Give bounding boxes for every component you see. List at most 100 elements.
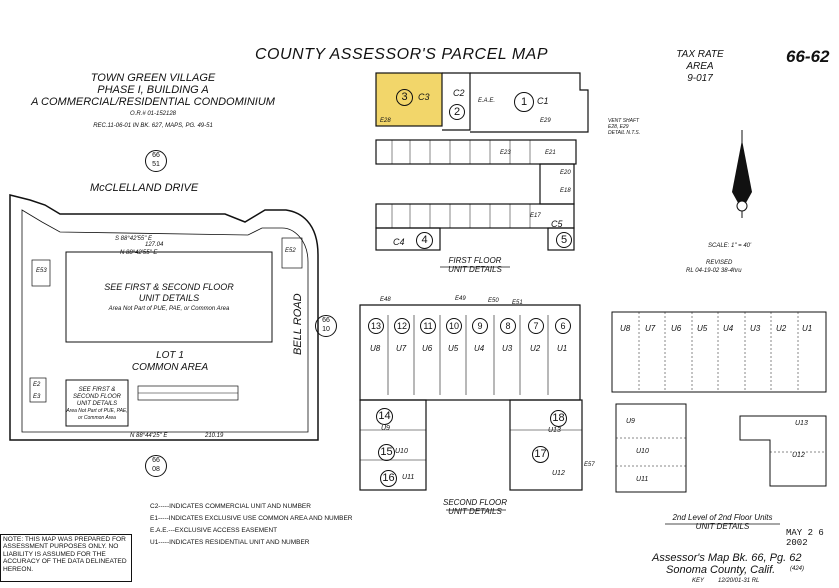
see-floor-details: SEE FIRST & SECOND FLOOR UNIT DETAILS Ar… [104, 282, 234, 312]
subdivision-line5: REC.11-06-01 IN BK. 627, MAPS, PG. 49-51 [93, 123, 213, 129]
unit-u7: U7 [396, 344, 407, 353]
unit-17-circle: 17 [532, 446, 549, 463]
map-legend: C2-----INDICATES COMMERCIAL UNIT AND NUM… [150, 503, 353, 546]
dist-top: 127.04 [145, 242, 164, 248]
level-unit-u3: U3 [750, 324, 761, 333]
e29-label: E29 [540, 118, 551, 124]
unit-u11: U11 [402, 474, 415, 481]
e28-label: E28 [380, 118, 391, 124]
unit-u2: U2 [530, 344, 541, 353]
site-inner-boundary [21, 209, 309, 433]
north-arrow [732, 130, 752, 218]
eae-label: E.A.E. [478, 98, 496, 104]
level-unit-u4: U4 [723, 324, 734, 333]
unit-13-circle: 13 [368, 318, 384, 334]
unit-5-circle: 5 [556, 232, 572, 248]
bearing-top: S 88°42'55" E [115, 236, 153, 242]
unit-8-circle: 8 [500, 318, 516, 334]
second-floor-label: SECOND FLOOR UNIT DETAILS [442, 498, 507, 516]
unit-u1: U1 [557, 344, 568, 353]
unit-c3: C3 [418, 92, 430, 102]
footer-key-code: (424) [790, 566, 805, 572]
subdivision-line4: O.R.# 01-152128 [129, 111, 177, 117]
unit-c1: C1 [537, 96, 549, 106]
unit-6-circle: 6 [555, 318, 571, 334]
level-unit-u2: U2 [776, 324, 787, 333]
level-unit-u6: U6 [671, 324, 682, 333]
unit-u4: U4 [474, 344, 485, 353]
subdivision-line1: TOWN GREEN VILLAGE [90, 72, 216, 84]
unit-15-circle: 15 [378, 444, 395, 461]
tax-rate-area-value: 9-017 [687, 73, 713, 84]
e18-label: E18 [560, 188, 571, 194]
unit-1-circle: 1 [514, 92, 534, 112]
unit-9-circle: 9 [472, 318, 488, 334]
level-unit-u10: U10 [636, 448, 649, 455]
level-unit-u8: U8 [620, 324, 631, 333]
unit-u13: U13 [548, 427, 561, 434]
unit-c5: C5 [551, 219, 563, 229]
exclusive-area-e2: E2 [33, 382, 41, 388]
level-unit-u12: U12 [792, 452, 805, 459]
liability-note: NOTE: THIS MAP WAS PREPARED FOR ASSESSME… [0, 534, 132, 582]
street-mcclelland: McCLELLAND DRIVE [90, 182, 199, 194]
unit-u12: U12 [552, 470, 565, 477]
subdivision-title: TOWN GREEN VILLAGE PHASE I, BUILDING A A… [28, 72, 278, 132]
footer-book-page: Assessor's Map Bk. 66, Pg. 62 [652, 552, 802, 564]
exclusive-area-e3: E3 [33, 394, 41, 400]
unit-u3: U3 [502, 344, 513, 353]
unit-2-circle: 2 [449, 104, 465, 120]
map-scale: SCALE: 1" = 40' [708, 243, 752, 249]
revised-label: REVISED [706, 260, 733, 266]
unit-10-circle: 10 [446, 318, 462, 334]
unit-4-circle: 4 [416, 232, 433, 249]
unit-u5: U5 [448, 344, 459, 353]
level-unit-u9: U9 [626, 418, 635, 425]
unit-18-circle: 18 [550, 410, 567, 427]
unit-3-circle: 3 [396, 89, 413, 106]
bearing-bottom: N 88°44'25" E [130, 433, 168, 439]
e49-label: E49 [455, 296, 466, 302]
exclusive-area-e53: E53 [36, 268, 47, 274]
lot-1-common-area: LOT 1 COMMON AREA [131, 350, 209, 373]
second-level-label: 2nd Level of 2nd Floor Units UNIT DETAIL… [672, 513, 773, 531]
level-unit-u13: U13 [795, 420, 808, 427]
subdivision-line3: A COMMERCIAL/RESIDENTIAL CONDOMINIUM [31, 96, 275, 108]
e50-label: E50 [488, 298, 499, 304]
e20-label: E20 [560, 170, 571, 176]
date-stamp: MAY 2 6 2002 [786, 528, 824, 548]
see-floor-small: SEE FIRST & SECOND FLOOR UNIT DETAILS Ar… [66, 387, 128, 421]
subdivision-line2: PHASE I, BUILDING A [97, 84, 209, 96]
revised-line: RL 04-19-02 38-4hru [686, 268, 742, 274]
unit-c4: C4 [393, 237, 405, 247]
unit-u6: U6 [422, 344, 433, 353]
tax-rate-area-label: TAX RATE AREA [676, 49, 724, 72]
unit-u8: U8 [370, 344, 381, 353]
level-unit-u1: U1 [802, 324, 813, 333]
e17-label: E17 [530, 213, 541, 219]
e48-label: E48 [380, 297, 391, 303]
first-floor-label: FIRST FLOOR UNIT DETAILS [448, 256, 502, 274]
footer-key-rev: 12/20/01-31 RL [718, 578, 760, 584]
map-number: 66-62 [786, 47, 830, 66]
street-bell-road: BELL ROAD [292, 293, 304, 355]
unit-c2: C2 [453, 88, 465, 98]
unit-14-circle: 14 [376, 408, 393, 425]
e57-label: E57 [584, 462, 595, 468]
unit-u10: U10 [395, 448, 408, 455]
footer-key: KEY [692, 578, 705, 584]
unit-12-circle: 12 [394, 318, 410, 334]
map-title: COUNTY ASSESSOR'S PARCEL MAP [255, 46, 548, 63]
unit-11-circle: 11 [420, 318, 436, 334]
e23-label: E23 [500, 150, 511, 156]
unit-7-circle: 7 [528, 318, 544, 334]
level-unit-u11: U11 [636, 476, 649, 483]
unit-u9: U9 [381, 425, 390, 432]
exclusive-area-e52: E52 [285, 248, 296, 254]
level-unit-u5: U5 [697, 324, 708, 333]
unit-16-circle: 16 [380, 470, 397, 487]
